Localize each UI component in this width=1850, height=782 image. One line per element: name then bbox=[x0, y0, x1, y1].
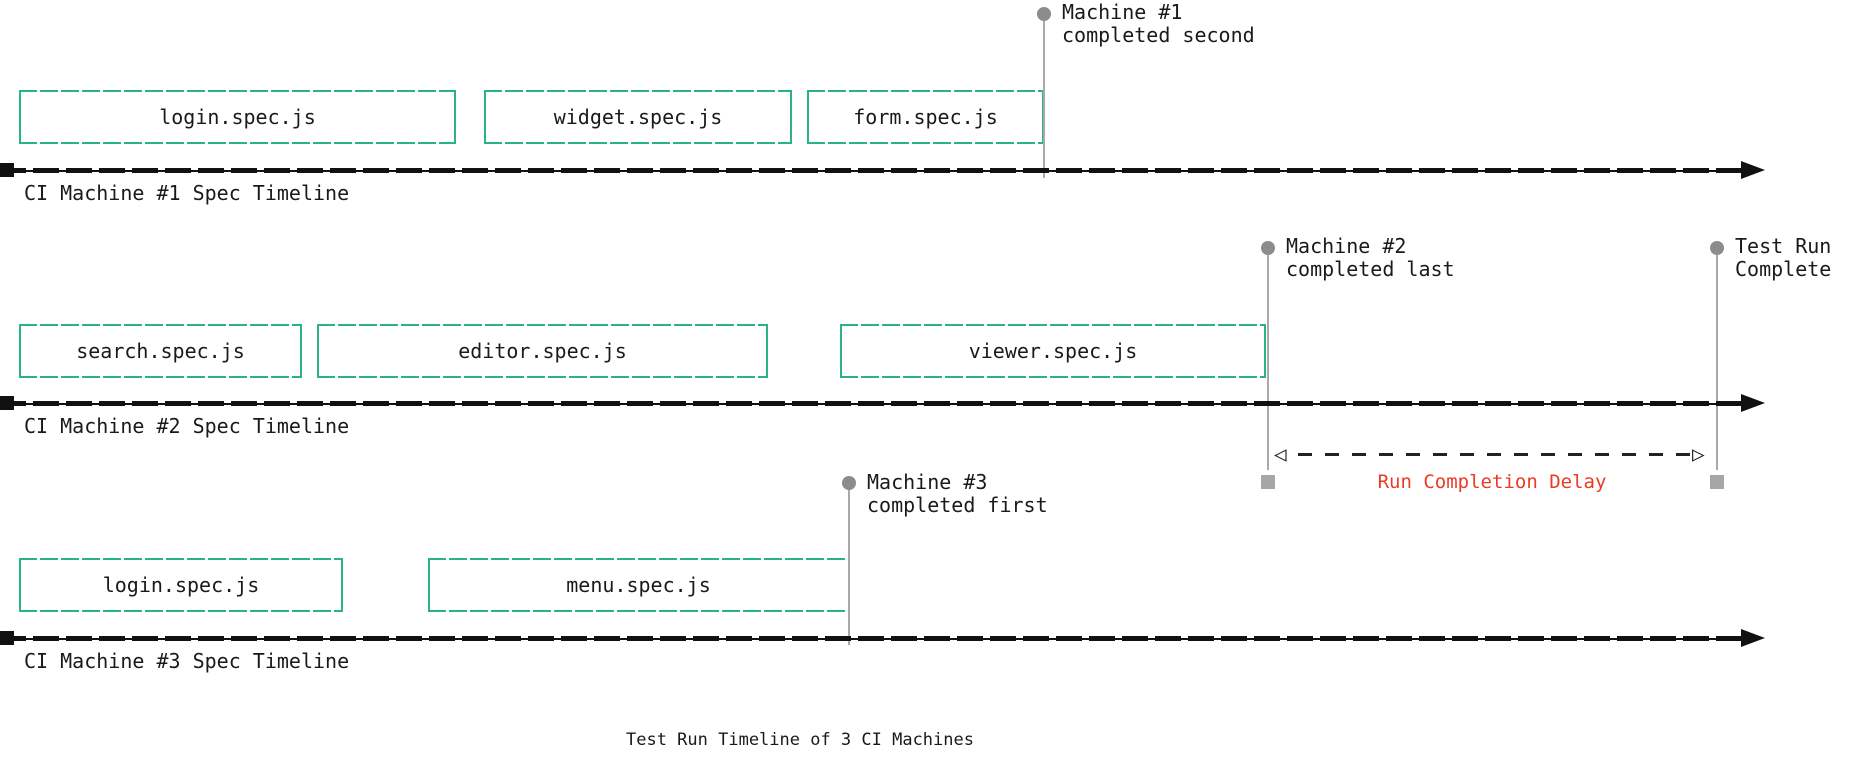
spec-box-label: menu.spec.js bbox=[566, 573, 711, 597]
spec-box: viewer.spec.js bbox=[840, 324, 1266, 378]
machine3-timeline-axis bbox=[0, 636, 1745, 641]
machine2-completion-line bbox=[1267, 255, 1269, 470]
machine1-completion-dot bbox=[1037, 7, 1051, 21]
spec-box: editor.spec.js bbox=[317, 324, 768, 378]
machine1-axis-label: CI Machine #1 Spec Timeline bbox=[24, 181, 350, 205]
marker-label-line2: Complete bbox=[1735, 257, 1832, 281]
machine1-timeline-start-marker bbox=[0, 163, 14, 177]
test-run-complete-dot bbox=[1710, 241, 1724, 255]
delay-label: Run Completion Delay bbox=[1377, 471, 1607, 493]
spec-box: form.spec.js bbox=[807, 90, 1044, 144]
delay-endpoint-square bbox=[1710, 475, 1724, 489]
delay-dashed-line bbox=[1298, 453, 1690, 456]
machine2-axis-label: CI Machine #2 Spec Timeline bbox=[24, 414, 350, 438]
machine3-axis-label: CI Machine #3 Spec Timeline bbox=[24, 649, 350, 673]
delay-right-arrowhead-icon: ▷ bbox=[1692, 442, 1705, 466]
delay-endpoint-square bbox=[1261, 475, 1275, 489]
spec-box: login.spec.js bbox=[19, 90, 456, 144]
marker-label-line1: Machine #1 bbox=[1062, 0, 1183, 24]
marker-label-line1: Machine #2 bbox=[1286, 234, 1407, 258]
spec-box: login.spec.js bbox=[19, 558, 343, 612]
delay-left-arrowhead-icon: ◁ bbox=[1274, 442, 1287, 466]
marker-label-line2: completed second bbox=[1062, 23, 1255, 47]
marker-label-line1: Machine #3 bbox=[867, 470, 988, 494]
spec-box-label: form.spec.js bbox=[853, 105, 998, 129]
marker-label-line2: completed last bbox=[1286, 257, 1455, 281]
test-run-complete-line bbox=[1716, 255, 1718, 470]
spec-box-label: search.spec.js bbox=[76, 339, 245, 363]
machine2-timeline-start-marker bbox=[0, 396, 14, 410]
spec-box: search.spec.js bbox=[19, 324, 302, 378]
machine1-completion-line bbox=[1043, 21, 1045, 178]
machine3-completion-dot bbox=[842, 476, 856, 490]
machine3-timeline-start-marker bbox=[0, 631, 14, 645]
machine1-timeline-axis bbox=[0, 168, 1745, 173]
spec-box-label: viewer.spec.js bbox=[968, 339, 1138, 363]
spec-box: widget.spec.js bbox=[484, 90, 792, 144]
machine2-timeline-arrowhead-icon bbox=[1741, 394, 1765, 412]
marker-label-line2: completed first bbox=[867, 493, 1048, 517]
spec-box-label: editor.spec.js bbox=[458, 339, 627, 363]
spec-box-label: widget.spec.js bbox=[553, 105, 723, 129]
diagram-caption: Test Run Timeline of 3 CI Machines bbox=[626, 730, 974, 750]
machine1-timeline-arrowhead-icon bbox=[1741, 161, 1765, 179]
spec-box-label: login.spec.js bbox=[102, 573, 260, 597]
spec-box: menu.spec.js bbox=[428, 558, 849, 612]
machine3-completion-line bbox=[848, 490, 850, 645]
machine3-timeline-arrowhead-icon bbox=[1741, 629, 1765, 647]
marker-label-line1: Test Run bbox=[1735, 234, 1832, 258]
spec-box-label: login.spec.js bbox=[159, 105, 316, 129]
machine2-completion-dot bbox=[1261, 241, 1275, 255]
machine2-timeline-axis bbox=[0, 401, 1745, 406]
